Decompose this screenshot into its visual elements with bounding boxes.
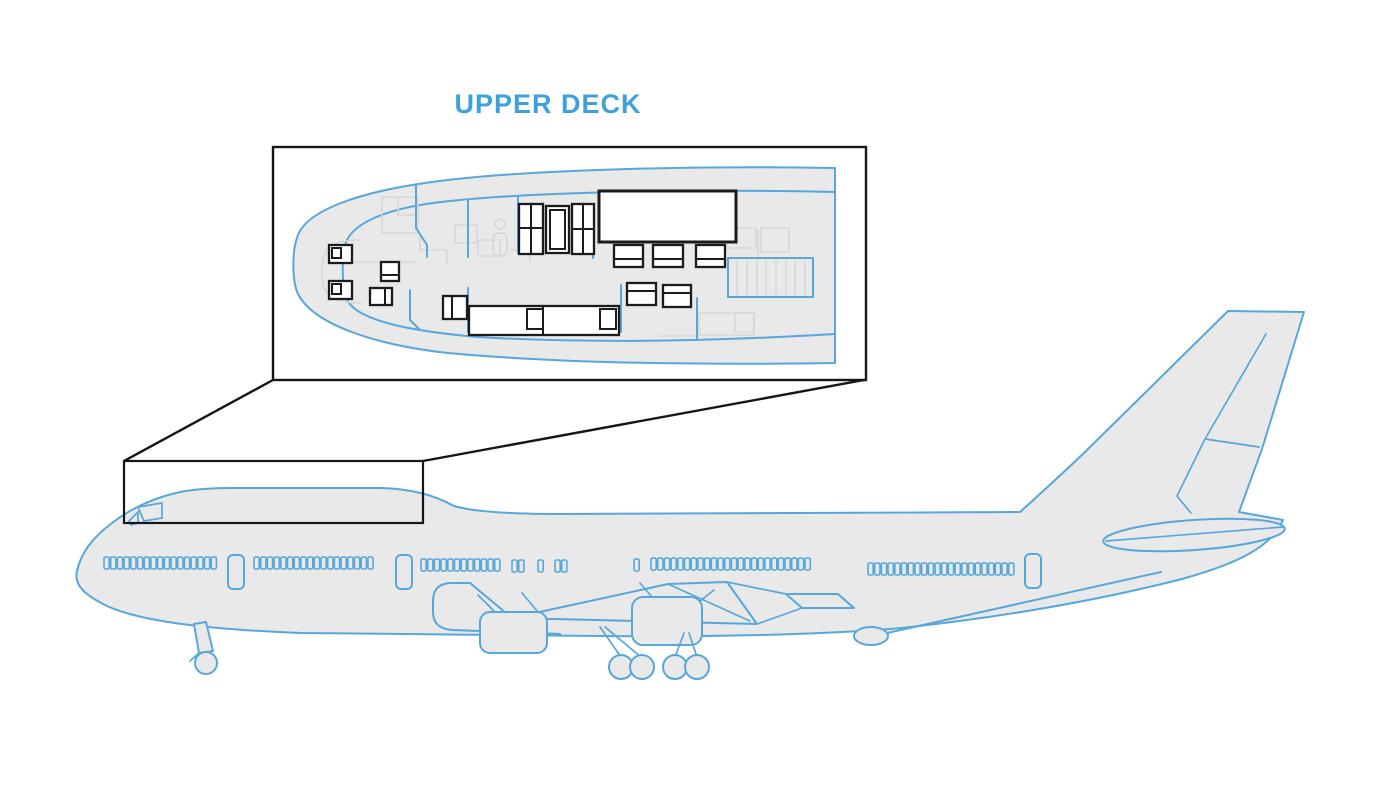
deck-inner-wall — [341, 189, 836, 342]
bunk-3 — [694, 243, 727, 269]
staircase — [727, 257, 814, 298]
wardrobe-unit-3 — [570, 202, 596, 256]
crew-seat-b — [327, 279, 354, 301]
main-gear — [599, 626, 710, 680]
wing-trailing-fairing — [853, 626, 889, 646]
wing-trailing-edge — [886, 571, 1162, 634]
long-table — [467, 304, 621, 337]
divided-unit — [441, 294, 469, 321]
aircraft-side-view — [75, 310, 1305, 680]
double-cabinet — [368, 286, 394, 307]
cabin-doors — [227, 553, 1042, 590]
furniture — [327, 189, 738, 337]
cabin-windows — [103, 556, 1015, 576]
floorplan-group — [271, 145, 868, 382]
small-cabinet — [379, 260, 401, 283]
nose-gear — [189, 621, 218, 675]
upper-deck-title: UPPER DECK — [454, 89, 641, 119]
bunk-2 — [651, 243, 685, 269]
wing-outboard-panel — [785, 593, 855, 609]
horizontal-stabilizer — [1102, 517, 1286, 553]
bunk-1 — [612, 243, 645, 269]
floorplan-frame — [271, 145, 868, 382]
bunk-4 — [625, 281, 658, 307]
wing-connector-lines — [726, 581, 803, 625]
wardrobe-unit-1 — [517, 202, 545, 256]
engine-1 — [477, 592, 548, 654]
wardrobe-unit-2 — [544, 204, 571, 255]
rudder-lines — [1175, 333, 1267, 514]
large-stateroom — [597, 189, 738, 244]
wing — [432, 571, 1162, 646]
projection-line-left — [123, 378, 274, 463]
projection — [122, 378, 865, 525]
projection-line-right — [422, 378, 865, 463]
crew-seat-a — [327, 243, 354, 265]
interior-gray-details — [321, 196, 790, 337]
upper-deck-highlight-box — [122, 459, 425, 525]
bunk-5 — [661, 283, 693, 309]
wing-panel-chord — [667, 583, 751, 622]
